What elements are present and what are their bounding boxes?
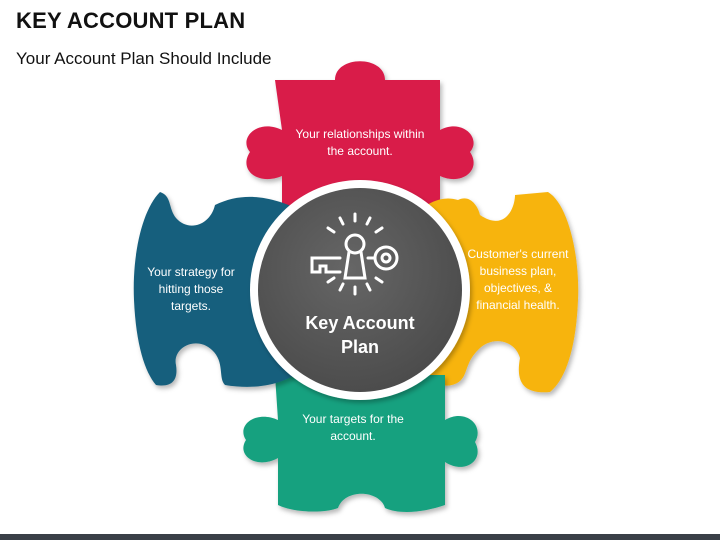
puzzle-piece-top	[246, 61, 474, 220]
bottom-bar	[0, 534, 720, 540]
center-label: Key Account Plan	[305, 313, 415, 357]
page-title: KEY ACCOUNT PLAN	[16, 8, 246, 33]
key-lock-icon	[310, 212, 399, 296]
page-subtitle: Your Account Plan Should Include	[16, 49, 272, 68]
piece-text-right: Customer's current business plan, object…	[467, 247, 569, 312]
piece-text-top: Your relationships within the account.	[295, 127, 425, 158]
piece-text-bottom: Your targets for the account.	[302, 412, 404, 443]
puzzle-piece-left	[133, 192, 300, 387]
puzzle-piece-right	[420, 192, 579, 393]
puzzle-piece-bottom	[243, 375, 478, 512]
center-circle	[258, 188, 462, 392]
piece-text-left: Your strategy for hitting those targets.	[147, 265, 235, 313]
